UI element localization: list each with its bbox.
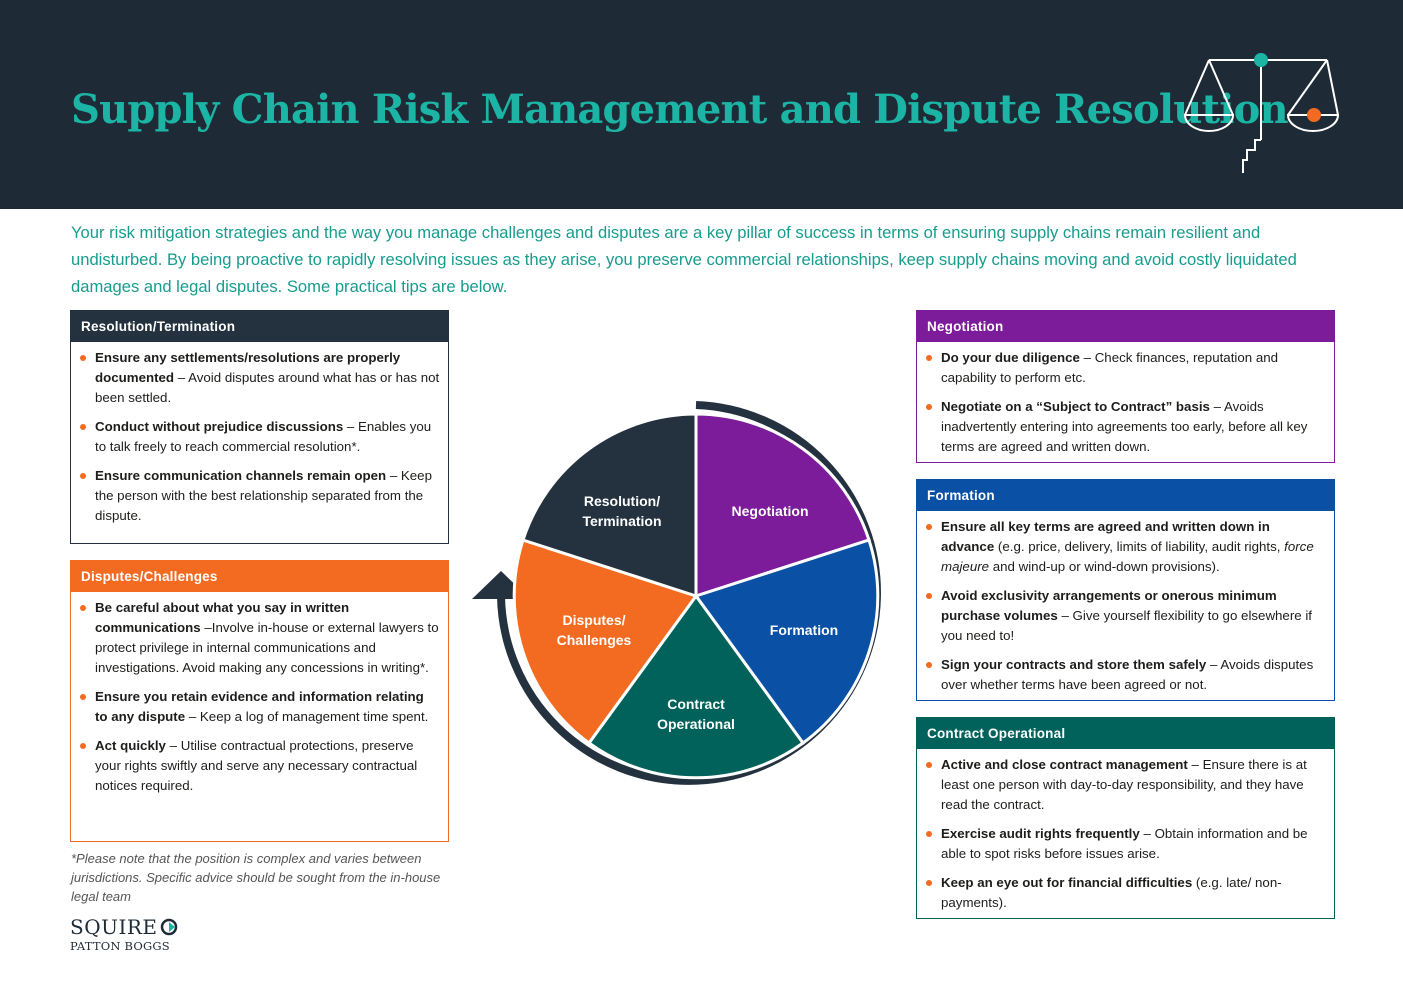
scales-of-justice-icon — [1183, 53, 1340, 173]
page-title: Supply Chain Risk Management and Dispute… — [71, 86, 1289, 133]
tip-text: – Avoids disputes over whether terms hav… — [941, 657, 1314, 692]
box-title: Formation — [917, 480, 1334, 511]
tip-italic-term: force majeure — [941, 539, 1314, 574]
tip-heading: Sign your contracts and store them safel… — [941, 657, 1207, 672]
tip-text: – Give yourself flexibility to go elsewh… — [941, 608, 1312, 643]
tip-list: Ensure any settlements/resolutions are p… — [71, 342, 448, 526]
formation-box: Formation Ensure all key terms are agree… — [916, 479, 1335, 701]
tip-heading: Conduct without prejudice discussions — [95, 419, 344, 434]
tip-item: Ensure all key terms are agreed and writ… — [926, 517, 1326, 577]
tip-heading: Be careful about what you say in written… — [95, 600, 350, 635]
tip-text: – Keep a log of management time spent. — [185, 709, 429, 724]
tip-item: Active and close contract management – E… — [926, 755, 1326, 815]
wheel-label-contract: Contract — [667, 696, 725, 712]
tip-item: Ensure you retain evidence and informati… — [80, 687, 440, 727]
tip-heading: Ensure all key terms are agreed and writ… — [941, 519, 1270, 554]
tip-item: Be careful about what you say in written… — [80, 598, 440, 678]
tip-text: (e.g. price, delivery, limits of liabili… — [994, 539, 1285, 554]
tip-list: Ensure all key terms are agreed and writ… — [917, 511, 1334, 695]
tip-text: – Utilise contractual protections, prese… — [95, 738, 418, 793]
disputes-challenges-box: Disputes/Challenges Be careful about wha… — [70, 560, 449, 842]
tip-heading: Ensure communication channels remain ope… — [95, 468, 387, 483]
wheel-segment-contract-operational — [586, 593, 806, 780]
tip-item: Ensure any settlements/resolutions are p… — [80, 348, 440, 408]
footnote: *Please note that the position is comple… — [71, 851, 441, 904]
tip-item: Avoid exclusivity arrangements or onerou… — [926, 586, 1326, 646]
wheel-label-resolution: Resolution/ — [584, 493, 660, 509]
tip-heading: Avoid exclusivity arrangements or onerou… — [941, 588, 1277, 623]
logo-wordmark: SQUIRE — [70, 915, 158, 939]
logo-subtitle: PATTON BOGGS — [70, 939, 170, 953]
resolution-termination-box: Resolution/Termination Ensure any settle… — [70, 310, 449, 544]
tip-heading: Ensure any settlements/resolutions are p… — [95, 350, 401, 385]
negotiation-box: Negotiation Do your due diligence – Chec… — [916, 310, 1335, 463]
tip-text: and wind-up or wind-down provisions). — [989, 559, 1220, 574]
tip-item: Ensure communication channels remain ope… — [80, 466, 440, 526]
wheel-label-termination: Termination — [582, 513, 661, 529]
tip-heading: Do your due diligence — [941, 350, 1080, 365]
tip-text: – Avoids inadvertently entering into agr… — [941, 399, 1308, 454]
tip-heading: Exercise audit rights frequently — [941, 826, 1140, 841]
wheel-segment-resolution — [521, 412, 698, 599]
tip-text: – Ensure there is at least one person wi… — [941, 757, 1307, 812]
tip-heading: Ensure you retain evidence and informati… — [95, 689, 424, 724]
tip-item: Do your due diligence – Check finances, … — [926, 348, 1326, 388]
tip-text: –Involve in-house or external lawyers to… — [95, 620, 439, 675]
wheel-segment-negotiation — [694, 412, 871, 599]
wheel-label-negotiation: Negotiation — [732, 503, 809, 519]
wheel-label-formation: Formation — [770, 622, 838, 638]
intro-paragraph: Your risk mitigation strategies and the … — [71, 223, 1297, 296]
tip-list: Be careful about what you say in written… — [71, 592, 448, 796]
tip-item: Act quickly – Utilise contractual protec… — [80, 736, 440, 796]
tip-text: – Avoid disputes around what has or has … — [95, 370, 440, 405]
wheel-label-disputes: Disputes/ — [562, 612, 625, 628]
header-banner: Supply Chain Risk Management and Dispute… — [0, 0, 1403, 209]
box-title: Negotiation — [917, 311, 1334, 342]
tip-text: – Check finances, reputation and capabil… — [941, 350, 1279, 385]
tip-text: (e.g. late/ non-payments). — [941, 875, 1282, 910]
wheel-segment-formation — [693, 538, 880, 746]
tip-item: Sign your contracts and store them safel… — [926, 655, 1326, 695]
contract-operational-box: Contract Operational Active and close co… — [916, 717, 1335, 919]
wheel-label-operational: Operational — [657, 716, 735, 732]
squire-mark-icon — [160, 918, 177, 936]
tip-item: Conduct without prejudice discussions – … — [80, 417, 440, 457]
tip-list: Do your due diligence – Check finances, … — [917, 342, 1334, 457]
wheel-label-challenges: Challenges — [557, 632, 632, 648]
tip-list: Active and close contract management – E… — [917, 749, 1334, 913]
box-title: Resolution/Termination — [71, 311, 448, 342]
tip-text: – Enables you to talk freely to reach co… — [95, 419, 432, 454]
tip-item: Negotiate on a “Subject to Contract” bas… — [926, 397, 1326, 457]
tip-heading: Keep an eye out for financial difficulti… — [941, 875, 1193, 890]
wheel-segment-disputes — [512, 538, 699, 746]
tip-item: Exercise audit rights frequently – Obtai… — [926, 824, 1326, 864]
tip-heading: Active and close contract management — [941, 757, 1188, 772]
tip-heading: Negotiate on a “Subject to Contract” bas… — [941, 399, 1210, 414]
tip-text: – Obtain information and be able to spot… — [941, 826, 1308, 861]
tip-item: Keep an eye out for financial difficulti… — [926, 873, 1326, 913]
tip-text: – Keep the person with the best relation… — [95, 468, 432, 523]
box-title: Contract Operational — [917, 718, 1334, 749]
lifecycle-wheel: Negotiation Formation Contract Operation… — [472, 401, 881, 785]
company-logo: SQUIRE PATTON BOGGS — [70, 917, 178, 953]
tip-heading: Act quickly — [95, 738, 166, 753]
box-title: Disputes/Challenges — [71, 561, 448, 592]
